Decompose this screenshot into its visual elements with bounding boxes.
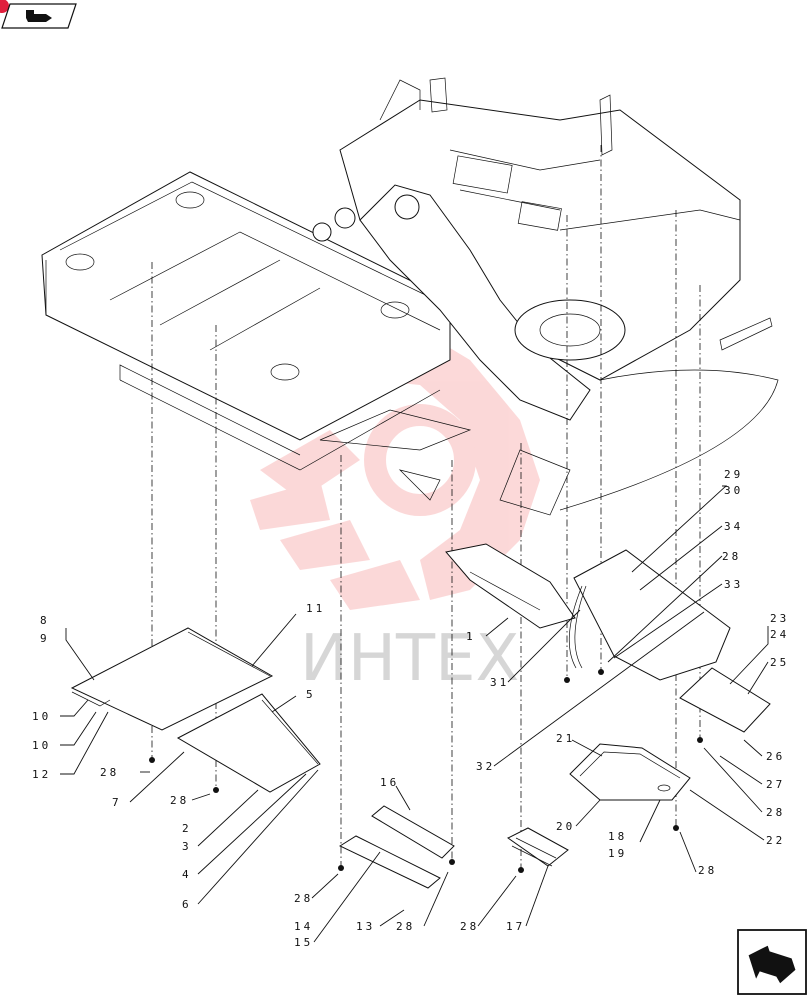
callout-label: 27: [766, 778, 785, 791]
callout-label: 28: [766, 806, 785, 819]
cover-21: [569, 743, 691, 801]
callout-label: 33: [724, 578, 743, 591]
cover-29: [568, 549, 731, 681]
upper-frame-assembly: [41, 77, 779, 516]
arrow-nav-icon: [26, 10, 52, 22]
callout-label: 22: [766, 834, 785, 847]
callout-label: 20: [556, 820, 575, 833]
cover-plate-8: [70, 627, 274, 731]
callout-label: 26: [766, 750, 785, 763]
callout-label: 12: [32, 768, 51, 781]
callout-label: 5: [306, 688, 316, 701]
callout-label: 28: [396, 920, 415, 933]
callout-label: 8: [40, 614, 50, 627]
nav-prev-button[interactable]: [0, 0, 77, 29]
callout-label: 31: [490, 676, 509, 689]
callout-label: 34: [724, 520, 743, 533]
callout-labels: 1 2 3 4 5 6 7 8 9 10 10 11 12 13 14 15 1…: [32, 468, 789, 949]
watermark-text: ИНТЕХ: [300, 622, 519, 696]
callout-label: 25: [770, 656, 789, 669]
callout-label: 10: [32, 710, 51, 723]
callout-label: 23: [770, 612, 789, 625]
return-button-frame: [737, 929, 807, 995]
callout-label: 19: [608, 847, 627, 860]
leader-lines: [60, 485, 769, 943]
callout-label: 3: [182, 840, 192, 853]
callout-label: 21: [556, 732, 575, 745]
callout-label: 29: [724, 468, 743, 481]
bolt-markers: [149, 669, 703, 873]
callout-label: 9: [40, 632, 50, 645]
cover-16: [338, 805, 455, 889]
callout-label: 1: [466, 630, 476, 643]
return-arrow-icon: [747, 944, 797, 985]
callout-label: 4: [182, 868, 192, 881]
callout-label: 6: [182, 898, 192, 911]
cover-plate-7: [176, 693, 321, 793]
callout-label: 32: [476, 760, 495, 773]
callout-label: 17: [506, 920, 525, 933]
callout-label: 2: [182, 822, 192, 835]
cover-23: [679, 667, 771, 733]
callout-label: 14: [294, 920, 313, 933]
callout-label: 10: [32, 739, 51, 752]
bracket-17: [507, 827, 569, 867]
callout-label: 13: [356, 920, 375, 933]
callout-label: 7: [112, 796, 122, 809]
callout-label: 28: [100, 766, 119, 779]
callout-label: 28: [460, 920, 479, 933]
callout-label: 30: [724, 484, 743, 497]
callout-label: 16: [380, 776, 399, 789]
callout-label: 24: [770, 628, 789, 641]
callout-label: 28: [722, 550, 741, 563]
alignment-lines: [151, 145, 701, 870]
watermark-logo: [250, 330, 540, 610]
callout-label: 28: [294, 892, 313, 905]
callout-label: 28: [698, 864, 717, 877]
callout-label: 11: [306, 602, 325, 615]
cover-1: [445, 543, 576, 629]
callout-label: 15: [294, 936, 313, 949]
return-button[interactable]: [737, 929, 807, 995]
callout-label: 28: [170, 794, 189, 807]
callout-label: 18: [608, 830, 627, 843]
badge-dot: [0, 0, 9, 13]
